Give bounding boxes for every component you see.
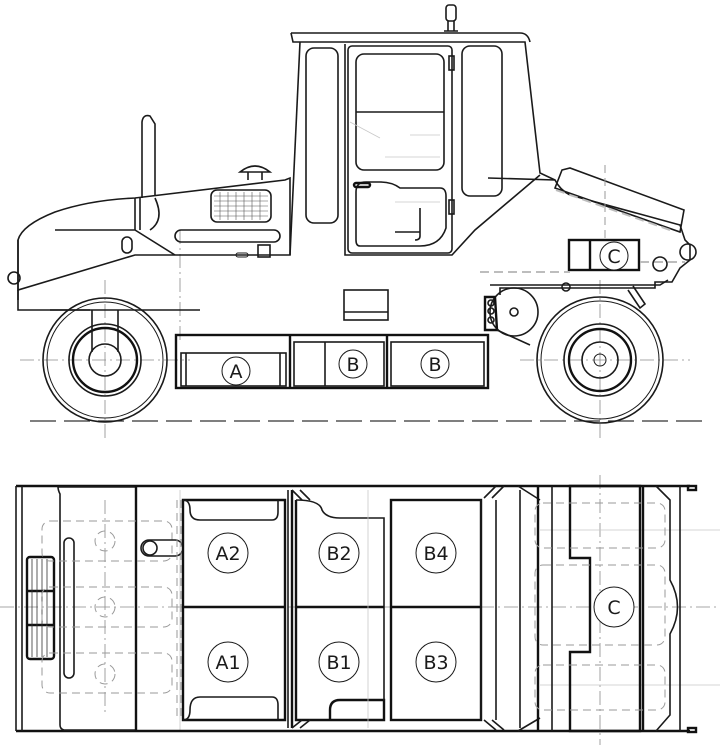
front-wheel [42, 297, 168, 423]
side-ballast-boxes [174, 333, 490, 390]
label-C-top: C [593, 586, 635, 628]
exhaust-pipe [141, 114, 156, 198]
label-B-side-front: B [338, 349, 368, 379]
operator-cab [289, 4, 556, 256]
beacon-light [445, 4, 457, 22]
label-B1: B1 [318, 641, 360, 683]
label-A2: A2 [207, 532, 249, 574]
top-view: A2 B2 B4 A1 B1 B3 C [0, 475, 720, 745]
svg-text:B2: B2 [326, 543, 351, 565]
engine-hood [17, 176, 291, 292]
label-B4: B4 [415, 532, 457, 574]
svg-text:B: B [428, 354, 441, 376]
side-view: A B B C [7, 4, 705, 440]
label-B-side-rear: B [420, 349, 450, 379]
label-C-side: C [599, 241, 629, 271]
fuel-cap [237, 165, 273, 173]
tow-eye-front [7, 271, 21, 285]
svg-text:C: C [607, 597, 620, 619]
rear-wheel [536, 285, 664, 424]
tow-eye-rear [679, 243, 697, 261]
svg-text:A1: A1 [215, 652, 240, 674]
label-A1: A1 [207, 641, 249, 683]
engine-grille [210, 189, 272, 223]
radiator-grille-top [25, 555, 56, 661]
svg-text:B1: B1 [326, 652, 351, 674]
label-A-side: A [221, 356, 251, 386]
svg-text:B: B [346, 354, 359, 376]
svg-text:A2: A2 [215, 543, 240, 565]
label-B3: B3 [415, 641, 457, 683]
svg-text:C: C [607, 246, 620, 268]
svg-text:B3: B3 [423, 652, 448, 674]
label-B2: B2 [318, 532, 360, 574]
svg-text:B4: B4 [423, 543, 448, 565]
sprinkler-reel [489, 287, 539, 337]
svg-text:A: A [230, 361, 243, 383]
rear-body [487, 177, 691, 295]
